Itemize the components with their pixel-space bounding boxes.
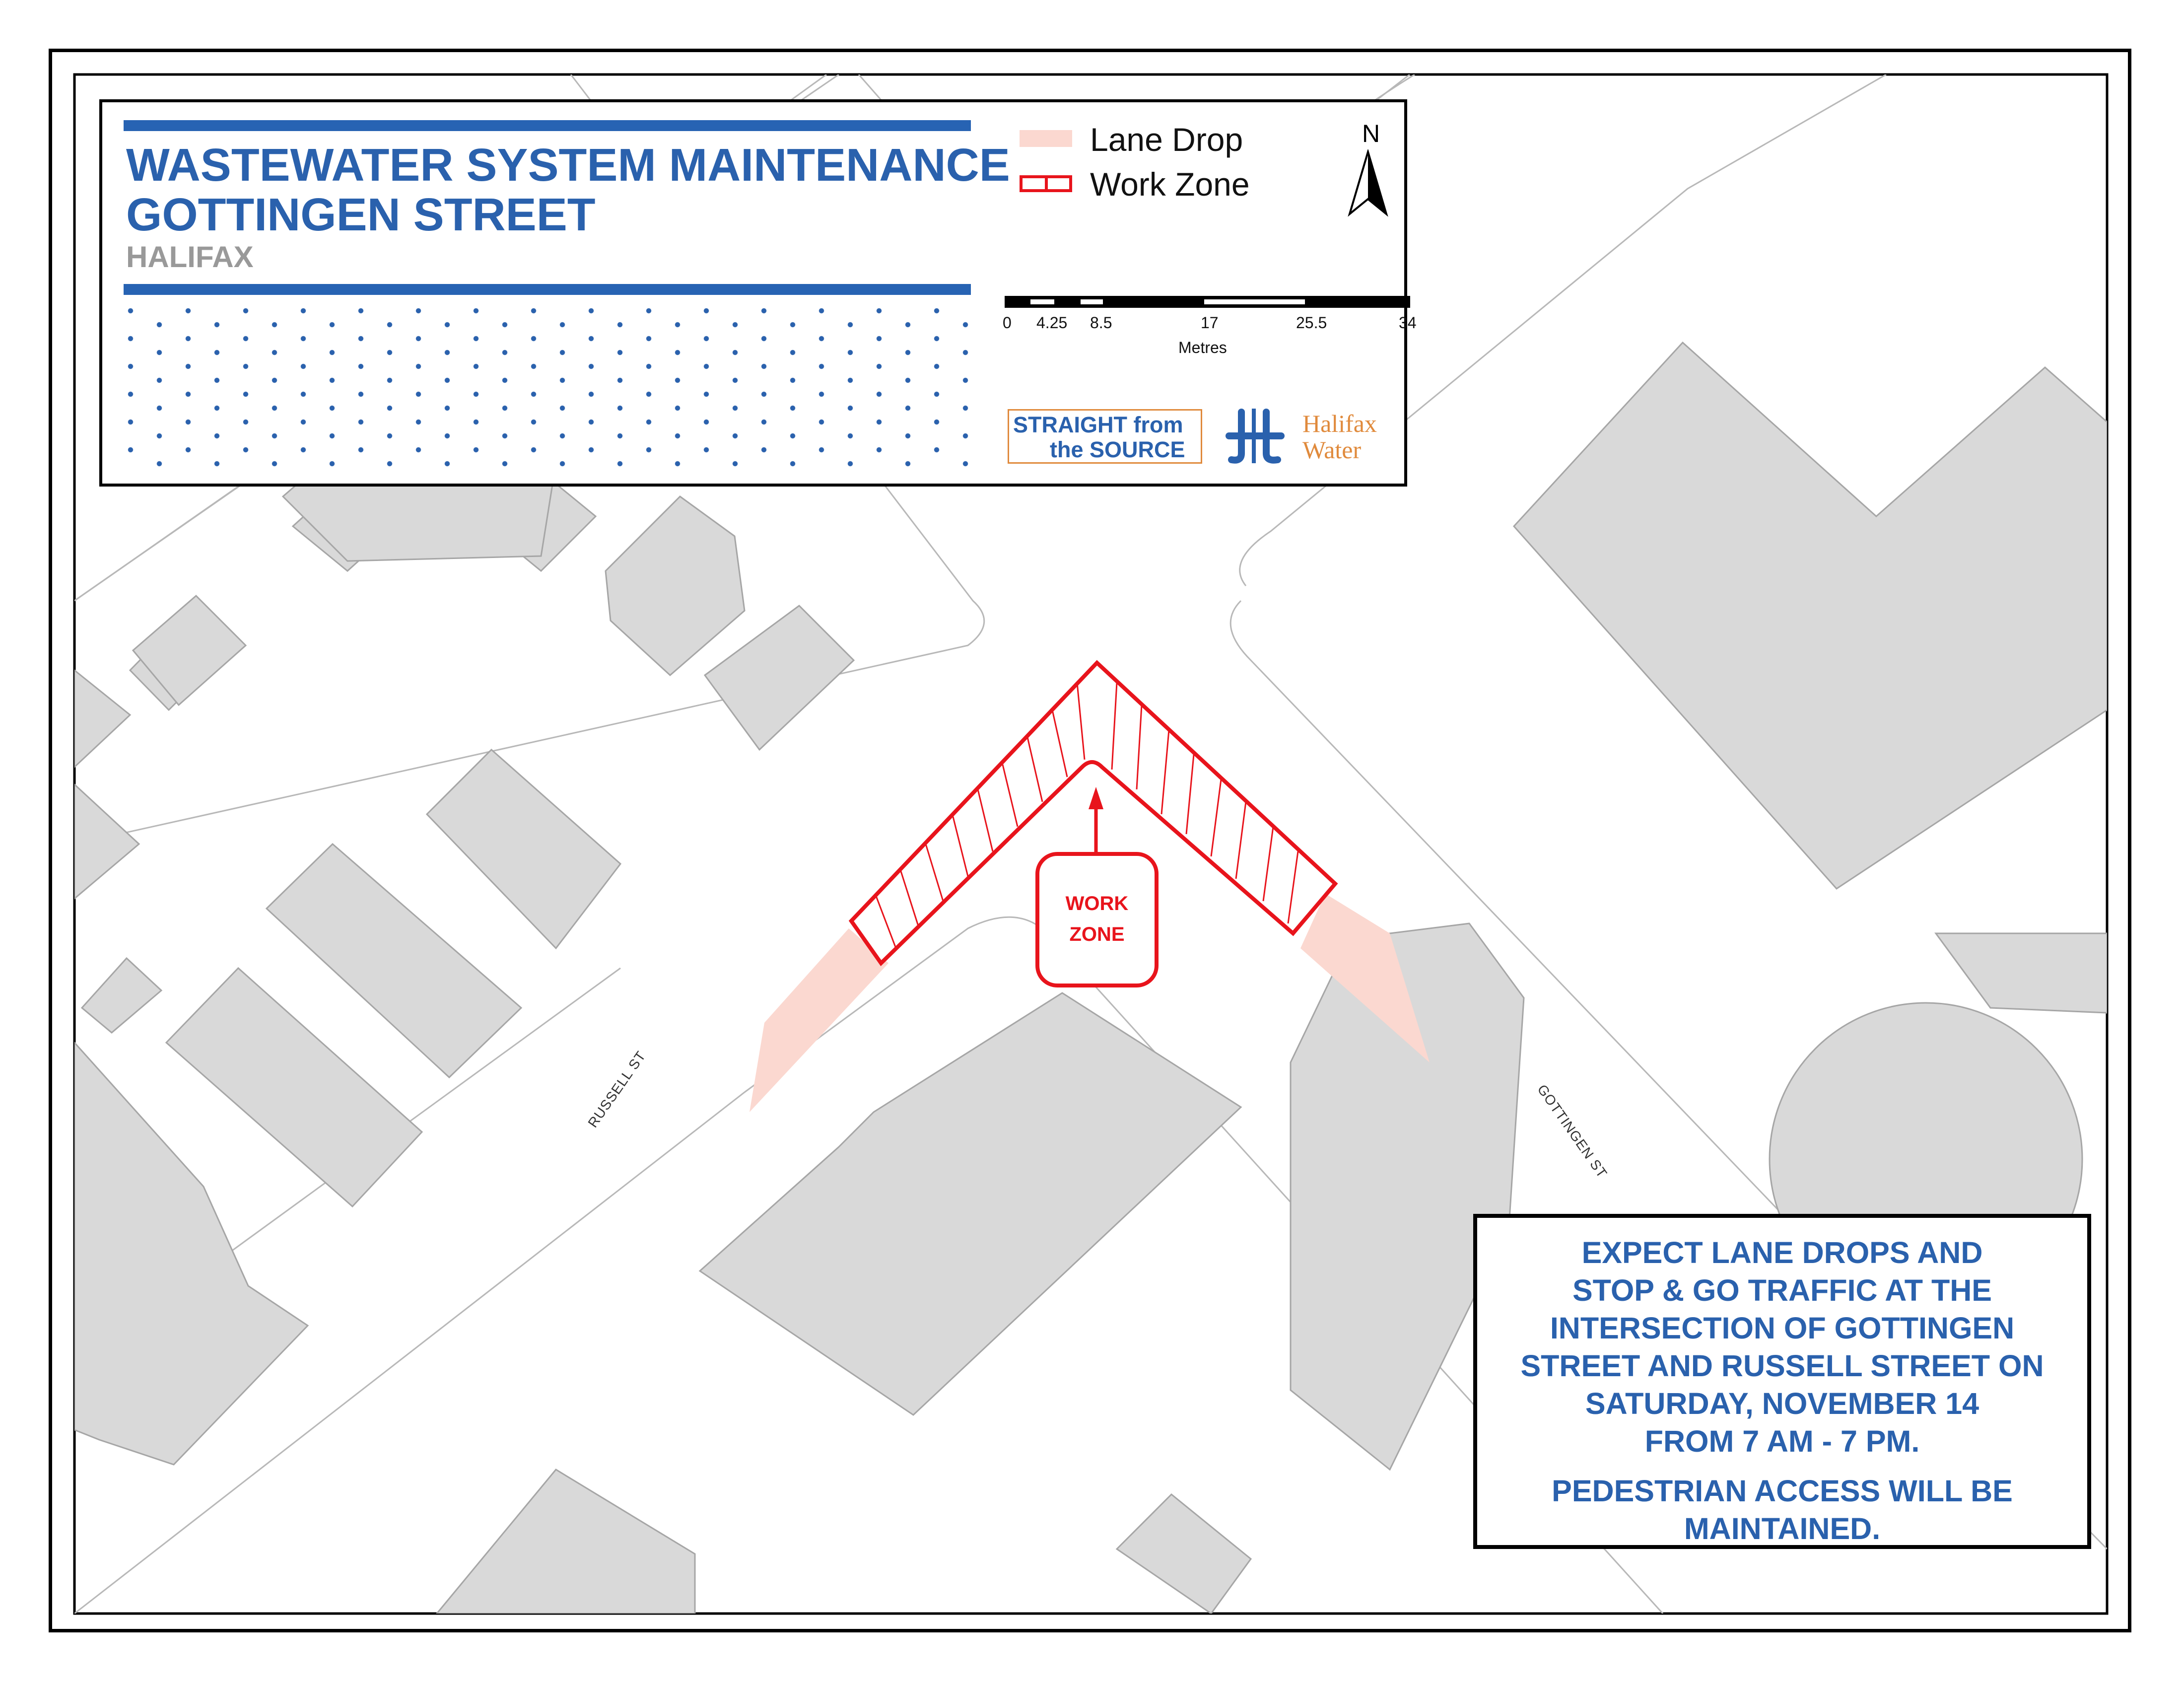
scale-tick-label: 0 <box>1003 314 1012 332</box>
work-zone-label-line-1: WORK <box>1065 893 1129 914</box>
scale-unit-label: Metres <box>1178 339 1227 356</box>
scale-tick-label: 17 <box>1201 314 1219 332</box>
halifax-water-icon <box>1226 409 1285 464</box>
dot-pattern <box>125 304 971 468</box>
halifax-water-line-1: Halifax <box>1302 410 1377 437</box>
work-zone-swatch <box>1020 175 1072 192</box>
notice-line: EXPECT LANE DROPS AND <box>1581 1236 1983 1269</box>
scale-bar-segment <box>1081 299 1103 304</box>
map-subtitle: HALIFAX <box>126 240 254 274</box>
work-zone-label-line-2: ZONE <box>1069 923 1125 945</box>
notice-line: STOP & GO TRAFFIC AT THE <box>1572 1273 1992 1307</box>
notice-line: PEDESTRIAN ACCESS WILL BE <box>1552 1474 2013 1508</box>
scale-tick-label: 25.5 <box>1296 314 1327 332</box>
work-zone-chevron <box>848 660 1338 987</box>
map-frame <box>49 49 2131 1632</box>
scale-bar <box>1005 296 1410 308</box>
notice-line: STREET AND RUSSELL STREET ON <box>1520 1349 2044 1383</box>
notice-line: MAINTAINED. <box>1684 1512 1881 1546</box>
legend-lane-drop-label: Lane Drop <box>1090 121 1243 158</box>
title-rule-top <box>124 120 971 131</box>
map-title-line-2: GOTTINGEN STREET <box>126 189 596 240</box>
notice-line: INTERSECTION OF GOTTINGEN <box>1550 1311 2015 1345</box>
notice-line: SATURDAY, NOVEMBER 14 <box>1585 1387 1979 1420</box>
map-title-line-1: WASTEWATER SYSTEM MAINTENANCE <box>126 139 1010 191</box>
lane-drop-areas <box>750 894 1430 1112</box>
scale-tick-label: 34 <box>1399 314 1417 332</box>
title-rule-bottom <box>124 284 971 295</box>
notice-line: FROM 7 AM - 7 PM. <box>1644 1424 1920 1458</box>
scale-bar-segment <box>1204 299 1305 304</box>
scale-tick-label: 4.25 <box>1036 314 1068 332</box>
scale-tick-label: 8.5 <box>1090 314 1112 332</box>
legend-work-zone-label: Work Zone <box>1090 166 1250 203</box>
north-arrow-icon <box>1348 149 1388 217</box>
notice-box: EXPECT LANE DROPS AND STOP & GO TRAFFIC … <box>1473 1214 2091 1549</box>
lane-drop-swatch <box>1020 130 1072 147</box>
logo-text-line-1: STRAIGHT from <box>1013 412 1183 437</box>
straight-from-the-source-logo: STRAIGHT from the SOURCE <box>1008 409 1202 464</box>
north-letter: N <box>1362 120 1380 147</box>
halifax-water-line-2: Water <box>1302 436 1362 464</box>
title-block: WASTEWATER SYSTEM MAINTENANCE GOTTINGEN … <box>99 99 1417 487</box>
logo-text-line-2: the SOURCE <box>1050 437 1185 462</box>
scale-bar-segment <box>1030 299 1054 304</box>
